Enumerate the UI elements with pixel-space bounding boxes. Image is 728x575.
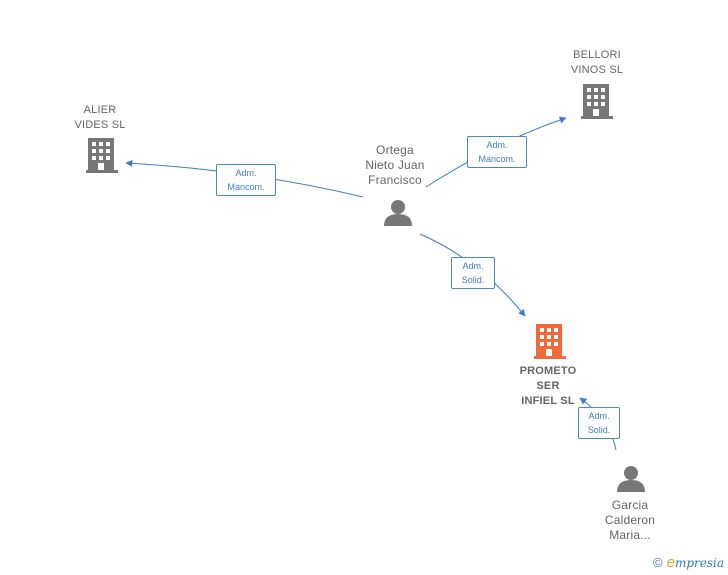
edge-label-ortega-alier: Adm. Mancom. <box>216 164 276 196</box>
person-icon[interactable] <box>617 466 645 492</box>
brand-logo-text: mpresia <box>674 556 724 570</box>
building-icon[interactable] <box>581 84 613 119</box>
company-node-alier[interactable]: ALIER VIDES SL <box>62 103 138 133</box>
company-label[interactable]: ALIER VIDES SL <box>74 104 126 131</box>
edge-label-ortega-prometo: Adm. Solid. <box>451 257 495 289</box>
company-node-prometo[interactable]: PROMETO SER INFIEL SL <box>508 364 588 409</box>
company-label[interactable]: BELLORI VINOS SL <box>570 49 624 76</box>
building-icon[interactable] <box>86 138 118 173</box>
footer-brand: ©empresia <box>653 554 724 571</box>
person-label[interactable]: Ortega Nieto Juan Francisco <box>365 143 425 187</box>
person-node-garcia[interactable]: Garcia Calderon Maria... <box>588 498 672 543</box>
company-node-bellori[interactable]: BELLORI VINOS SL <box>555 48 639 78</box>
edge-label-garcia-prometo: Adm. Solid. <box>578 407 620 439</box>
person-node-ortega[interactable]: Ortega Nieto Juan Francisco <box>350 143 440 188</box>
brand-logo-initial: e <box>666 554 675 571</box>
person-icon[interactable] <box>384 200 412 226</box>
edge-label-ortega-bellori: Adm. Mancom. <box>467 136 527 168</box>
building-icon-focus[interactable] <box>534 324 566 359</box>
company-label[interactable]: PROMETO SER INFIEL SL <box>519 365 577 407</box>
copyright-icon: © <box>653 555 663 570</box>
person-label[interactable]: Garcia Calderon Maria... <box>604 498 656 542</box>
